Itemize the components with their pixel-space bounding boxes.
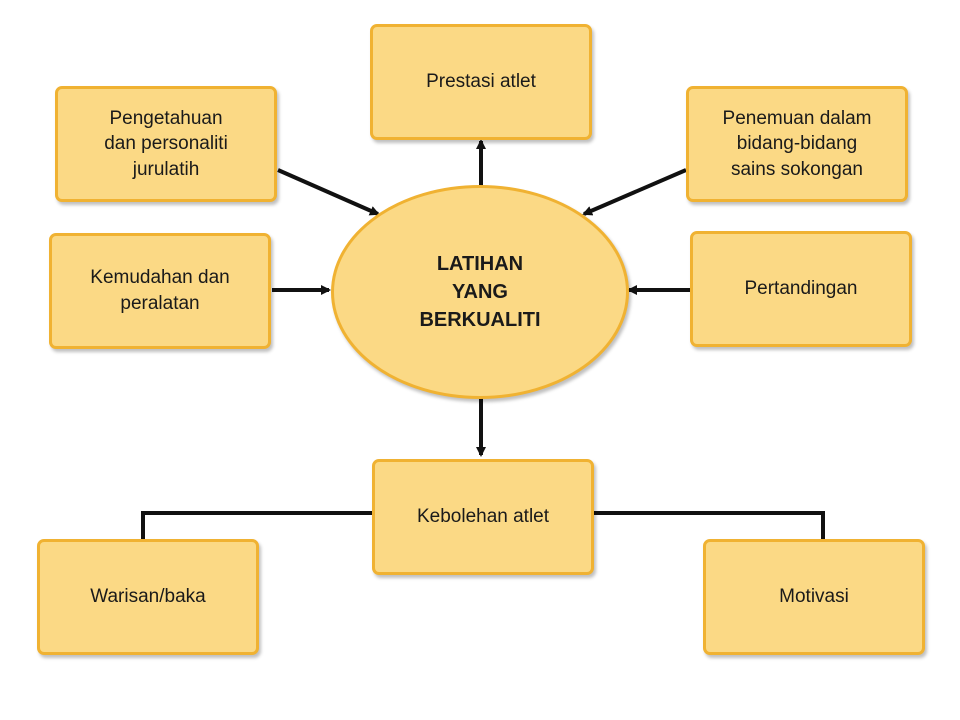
node-pengetahuan-label: Pengetahuan dan personaliti jurulatih [104, 107, 228, 180]
node-pertandingan: Pertandingan [690, 231, 912, 347]
node-pertandingan-label: Pertandingan [744, 278, 858, 300]
node-penemuan: Penemuan dalam bidang-bidang sains sokon… [686, 86, 908, 202]
node-warisan-baka: Warisan/baka [37, 539, 259, 655]
node-kebolehan-atlet: Kebolehan atlet [372, 459, 594, 575]
node-kemudahan-label: Kemudahan dan peralatan [90, 267, 230, 314]
node-penemuan-label: Penemuan dalam bidang-bidang sains sokon… [722, 107, 872, 180]
center-ellipse: LATIHAN YANG BERKUALITI [331, 185, 629, 399]
node-pengetahuan: Pengetahuan dan personaliti jurulatih [55, 86, 277, 202]
node-kemudahan: Kemudahan dan peralatan [49, 233, 271, 349]
arrow-penemuan-to-center [582, 168, 687, 216]
node-prestasi-atlet-label: Prestasi atlet [426, 71, 536, 93]
node-kebolehan-atlet-label: Kebolehan atlet [416, 506, 550, 528]
arrow-pengetahuan-to-center [277, 168, 380, 216]
node-warisan-baka-label: Warisan/baka [90, 586, 206, 608]
center-label: LATIHAN YANG BERKUALITI [419, 253, 541, 331]
line-kebolehan-to-motivasi [594, 511, 825, 540]
line-kebolehan-to-warisan [141, 511, 372, 540]
node-motivasi-label: Motivasi [779, 586, 849, 608]
node-motivasi: Motivasi [703, 539, 925, 655]
node-prestasi-atlet: Prestasi atlet [370, 24, 592, 140]
